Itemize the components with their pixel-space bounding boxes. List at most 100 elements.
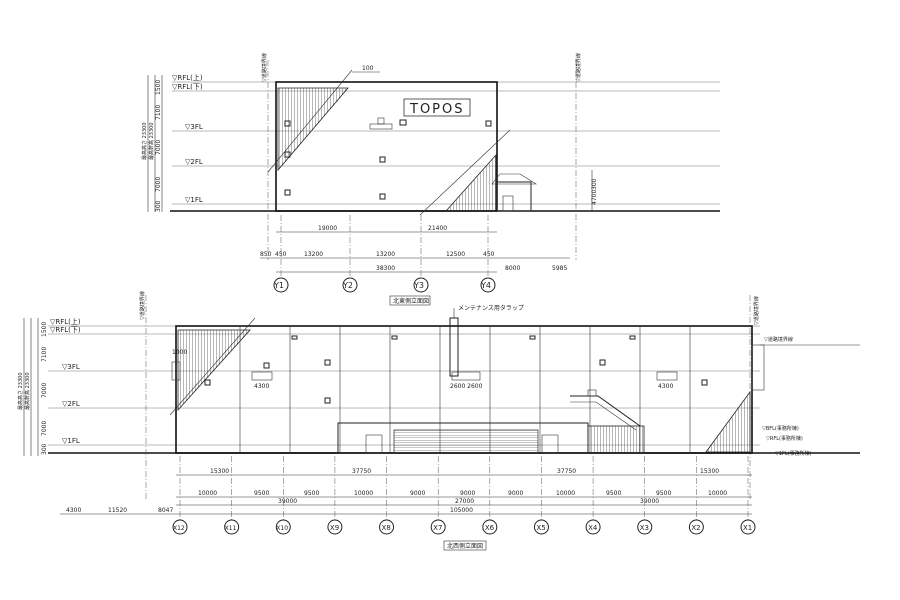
axis-bubble-x8: X8 — [379, 456, 395, 535]
top-level-3fl: ▽3FL — [185, 123, 203, 131]
axis-label-x7: X7 — [433, 524, 442, 532]
bottom-outer-dim-1: 4300 — [66, 507, 81, 514]
bottom-row2-dim-9: 9500 — [606, 490, 621, 497]
bottom-caption: 北西側立面図 — [447, 542, 483, 550]
top-boundary-right: ▽道路境界線 — [575, 53, 582, 82]
bottom-row2-dim-6: 9000 — [460, 490, 475, 497]
axis-bubble-x4: X4 — [585, 456, 601, 535]
top-caption: 北東側立面図 — [393, 297, 429, 305]
top-left-vertical-2: 最高軒高 23300 — [148, 123, 155, 161]
bottom-left-vertical-2: 最高軒高 23300 — [24, 373, 31, 411]
axis-label-x4: X4 — [588, 524, 598, 532]
bottom-level-3fl: ▽3FL — [62, 363, 80, 371]
bottom-left-vertical-1: 最高高さ 23300 — [17, 373, 24, 411]
top-row2-dim-2: 450 — [275, 251, 287, 258]
top-row2-dim-6: 450 — [483, 251, 495, 258]
top-left-dim-2: 7100 — [155, 105, 162, 120]
top-left-dim-3: 7000 — [155, 140, 162, 155]
bottom-right-text-1: ▽道路境界線 — [764, 336, 793, 343]
top-row2-dim-5: 12500 — [446, 251, 465, 258]
top-row1-dim-2: 21400 — [428, 225, 447, 232]
topos-logo: TOPOS — [409, 102, 465, 117]
axis-bubble-x1: X1 — [740, 456, 756, 535]
top-level-rfl-upper: ▽RFL(上) — [172, 73, 203, 82]
bottom-row2-dim-11: 10000 — [708, 490, 727, 497]
axis-label-x12: X12 — [173, 525, 185, 532]
northeast-elevation: ▽RFL(上) ▽RFL(下) ▽3FL ▽2FL ▽1FL 1500 7100… — [141, 53, 720, 306]
top-dim-100: 100 — [362, 65, 374, 72]
bottom-left-dim-5: 300 — [41, 443, 48, 455]
bottom-row3-dim-3: 39000 — [640, 498, 659, 505]
top-level-1fl: ▽1FL — [185, 196, 203, 204]
bottom-door-dim-3: 4300 — [658, 383, 673, 390]
axis-label-x1: X1 — [743, 524, 752, 532]
axis-label-x10: X10 — [276, 525, 288, 532]
top-left-vertical-1: 最高高さ 23300 — [141, 123, 148, 161]
axis-bubble-x2: X2 — [688, 456, 704, 535]
top-left-dim-5: 300 — [155, 200, 162, 212]
bottom-row2-dim-8: 10000 — [556, 490, 575, 497]
top-right-dim-1: 4700 — [591, 190, 598, 205]
svg-text:Y4: Y4 — [480, 281, 491, 290]
bottom-row2-dim-1: 10000 — [198, 490, 217, 497]
bottom-door-dim-1: 4300 — [254, 383, 269, 390]
bottom-left-dim-3: 7000 — [41, 383, 48, 398]
bottom-left-door: 1000 — [172, 349, 187, 356]
top-level-rfl-lower: ▽RFL(下) — [172, 83, 203, 91]
bottom-level-1fl: ▽1FL — [62, 437, 80, 445]
bottom-left-dim-2: 7100 — [41, 347, 48, 362]
bottom-row3-dim-2: 27000 — [455, 498, 474, 505]
axis-label-x11: X11 — [225, 525, 237, 532]
bottom-row2-dim-3: 9500 — [304, 490, 319, 497]
maintenance-ladder-label: メンテナンス用タラップ — [458, 304, 524, 312]
bottom-row2-dim-4: 10000 — [354, 490, 373, 497]
bottom-boundary-left: ▽道路境界線 — [139, 291, 146, 320]
axis-label-x5: X5 — [536, 524, 545, 532]
top-row2-dim-4: 13200 — [376, 251, 395, 258]
bottom-row1-dim-3: 37750 — [557, 468, 576, 475]
axis-bubble-x7: X7 — [430, 456, 446, 535]
top-row1-dim-1: 19000 — [318, 225, 337, 232]
bottom-outer-dim-2: 11520 — [108, 507, 127, 514]
bottom-row2-dim-2: 9500 — [254, 490, 269, 497]
top-total-dim: 38300 — [376, 265, 395, 272]
svg-text:Y3: Y3 — [413, 281, 424, 290]
bottom-row1-dim-4: 15300 — [700, 468, 719, 475]
bottom-row3-dim-1: 39000 — [278, 498, 297, 505]
bottom-total-dim: 105000 — [450, 507, 473, 514]
axis-bubble-x10: X10 — [275, 456, 291, 535]
bottom-door-dim-2: 2600 2600 — [450, 383, 483, 390]
bottom-level-rfl-lower: ▽RFL(下) — [50, 326, 81, 334]
bottom-row2-dim-10: 9500 — [656, 490, 671, 497]
axis-bubble-y3: Y3 — [413, 277, 429, 293]
axis-label-x2: X2 — [691, 524, 700, 532]
axis-bubble-y4: Y4 — [480, 277, 496, 293]
axis-label-x3: X3 — [640, 524, 649, 532]
bottom-outer-dim-3: 8047 — [158, 507, 173, 514]
bottom-row2-dim-5: 9000 — [410, 490, 425, 497]
svg-text:Y1: Y1 — [273, 281, 284, 290]
axis-bubble-x3: X3 — [637, 456, 653, 535]
svg-text:Y2: Y2 — [342, 281, 353, 290]
bottom-right-label-1: ▽BFL(事務所棟) — [762, 425, 799, 432]
bottom-row1-dim-2: 37750 — [352, 468, 371, 475]
top-row2-dim-7: 8000 — [505, 265, 520, 272]
axis-bubble-x11: X11 — [224, 456, 240, 535]
bottom-boundary-right: ▽道路境界線 — [753, 296, 760, 325]
axis-label-x8: X8 — [382, 524, 391, 532]
axis-bubble-x9: X9 — [327, 456, 343, 535]
axis-bubble-x5: X5 — [533, 456, 549, 535]
top-row2-dim-8: 5985 — [552, 265, 567, 272]
top-boundary-left: ▽道路境界線 — [261, 53, 268, 82]
top-row2-dim-1: 850 — [260, 251, 272, 258]
top-left-dim-1: 1500 — [155, 80, 162, 95]
top-row2-dim-3: 13200 — [304, 251, 323, 258]
top-left-dim-4: 7000 — [155, 177, 162, 192]
bottom-right-label-2: ▽RFL(事務所棟) — [766, 435, 803, 442]
top-right-dim-2: 300 — [591, 178, 598, 190]
bottom-left-dim-1: 1500 — [41, 322, 48, 337]
axis-bubble-y2: Y2 — [342, 277, 358, 293]
axis-label-x9: X9 — [330, 524, 339, 532]
